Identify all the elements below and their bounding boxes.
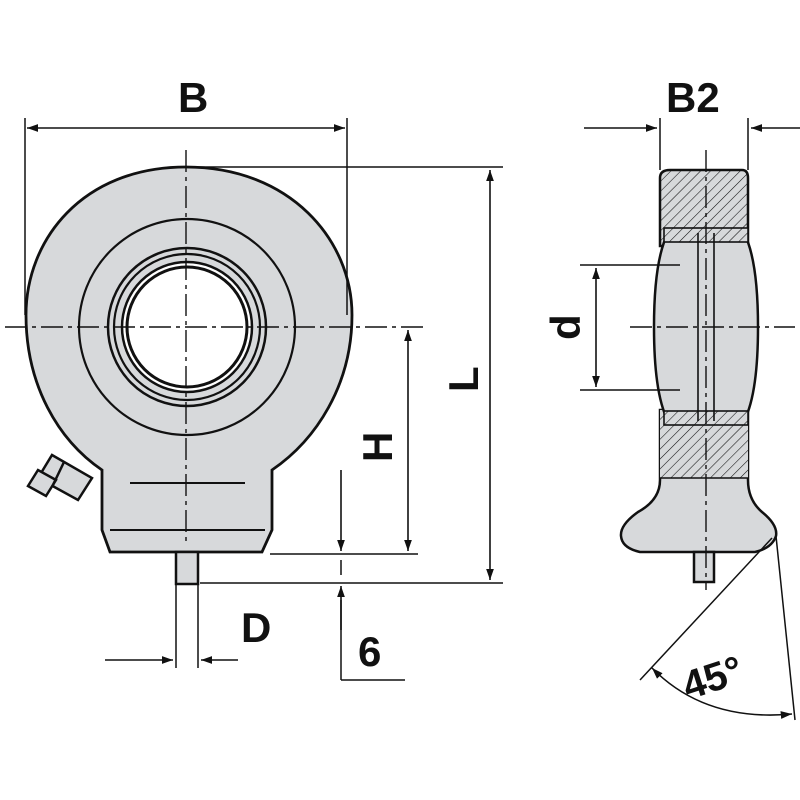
angle-arc [651, 667, 793, 719]
dimension-h-label: H [354, 432, 401, 462]
dimension-d-lower-label: d [542, 314, 589, 340]
dimension-d-label: D [241, 604, 271, 651]
dimension-l-label: L [440, 366, 487, 392]
front-view: B L H 6 D [5, 74, 503, 681]
dimension-b2-label: B2 [666, 74, 720, 121]
angle-label: 45° [677, 648, 748, 709]
side-view: B2 d 45° [542, 74, 800, 721]
front-extension-lines [24, 118, 503, 681]
grease-nipple [26, 453, 94, 502]
side-centerlines [630, 150, 795, 590]
front-centerlines [5, 150, 425, 545]
threaded-spigot [174, 550, 200, 586]
dimension-b-label: B [178, 74, 208, 121]
dimension-six-label: 6 [358, 628, 381, 675]
side-spigot [692, 550, 716, 584]
